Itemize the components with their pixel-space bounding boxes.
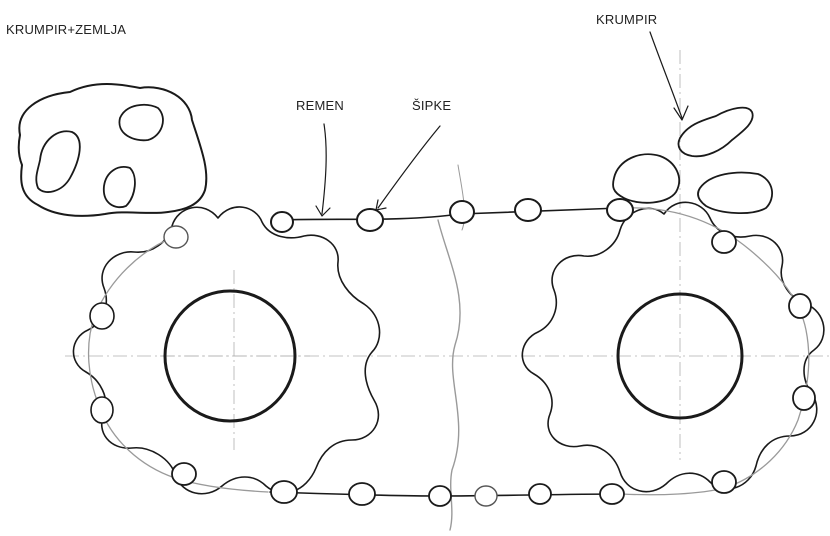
break-line-left [437, 219, 461, 531]
rod [514, 198, 542, 222]
rod [270, 211, 294, 233]
right-hub [616, 292, 744, 420]
rods-arrow [377, 125, 441, 209]
belt-arrow [321, 123, 327, 215]
rod [599, 483, 625, 505]
rod [348, 482, 376, 506]
belt-left-curve [87, 235, 269, 493]
rod [90, 396, 114, 424]
left-hub [163, 289, 297, 423]
rod [163, 225, 189, 249]
annotation-arrows [315, 31, 689, 217]
soil-clump [17, 83, 208, 217]
rods-arrow-head [375, 199, 387, 211]
rod [606, 198, 634, 222]
rod [792, 385, 816, 411]
label-belt: REMEN [296, 98, 344, 113]
potato-arrow-head [673, 105, 689, 121]
rod [474, 485, 498, 507]
rod [711, 470, 737, 494]
right-sprocket [521, 201, 825, 493]
potato-right [697, 171, 773, 214]
rod [356, 208, 384, 232]
rod [270, 480, 298, 504]
potato-left [612, 153, 681, 204]
rod [171, 462, 197, 486]
label-soil-potato: KRUMPIR+ZEMLJA [6, 22, 126, 37]
potato-arrow [649, 31, 683, 119]
belt-rods [89, 198, 816, 507]
label-potato: KRUMPIR [596, 12, 657, 27]
potato-top [677, 106, 754, 158]
rod [89, 302, 115, 330]
loose-potatoes [612, 106, 773, 214]
label-rods: ŠIPKE [412, 98, 451, 113]
left-sprocket [72, 206, 381, 495]
rod [428, 485, 452, 507]
rod [449, 200, 475, 224]
rod [788, 293, 812, 319]
belt-arrow-head [315, 205, 331, 217]
rod [528, 483, 552, 505]
rod [711, 230, 737, 254]
